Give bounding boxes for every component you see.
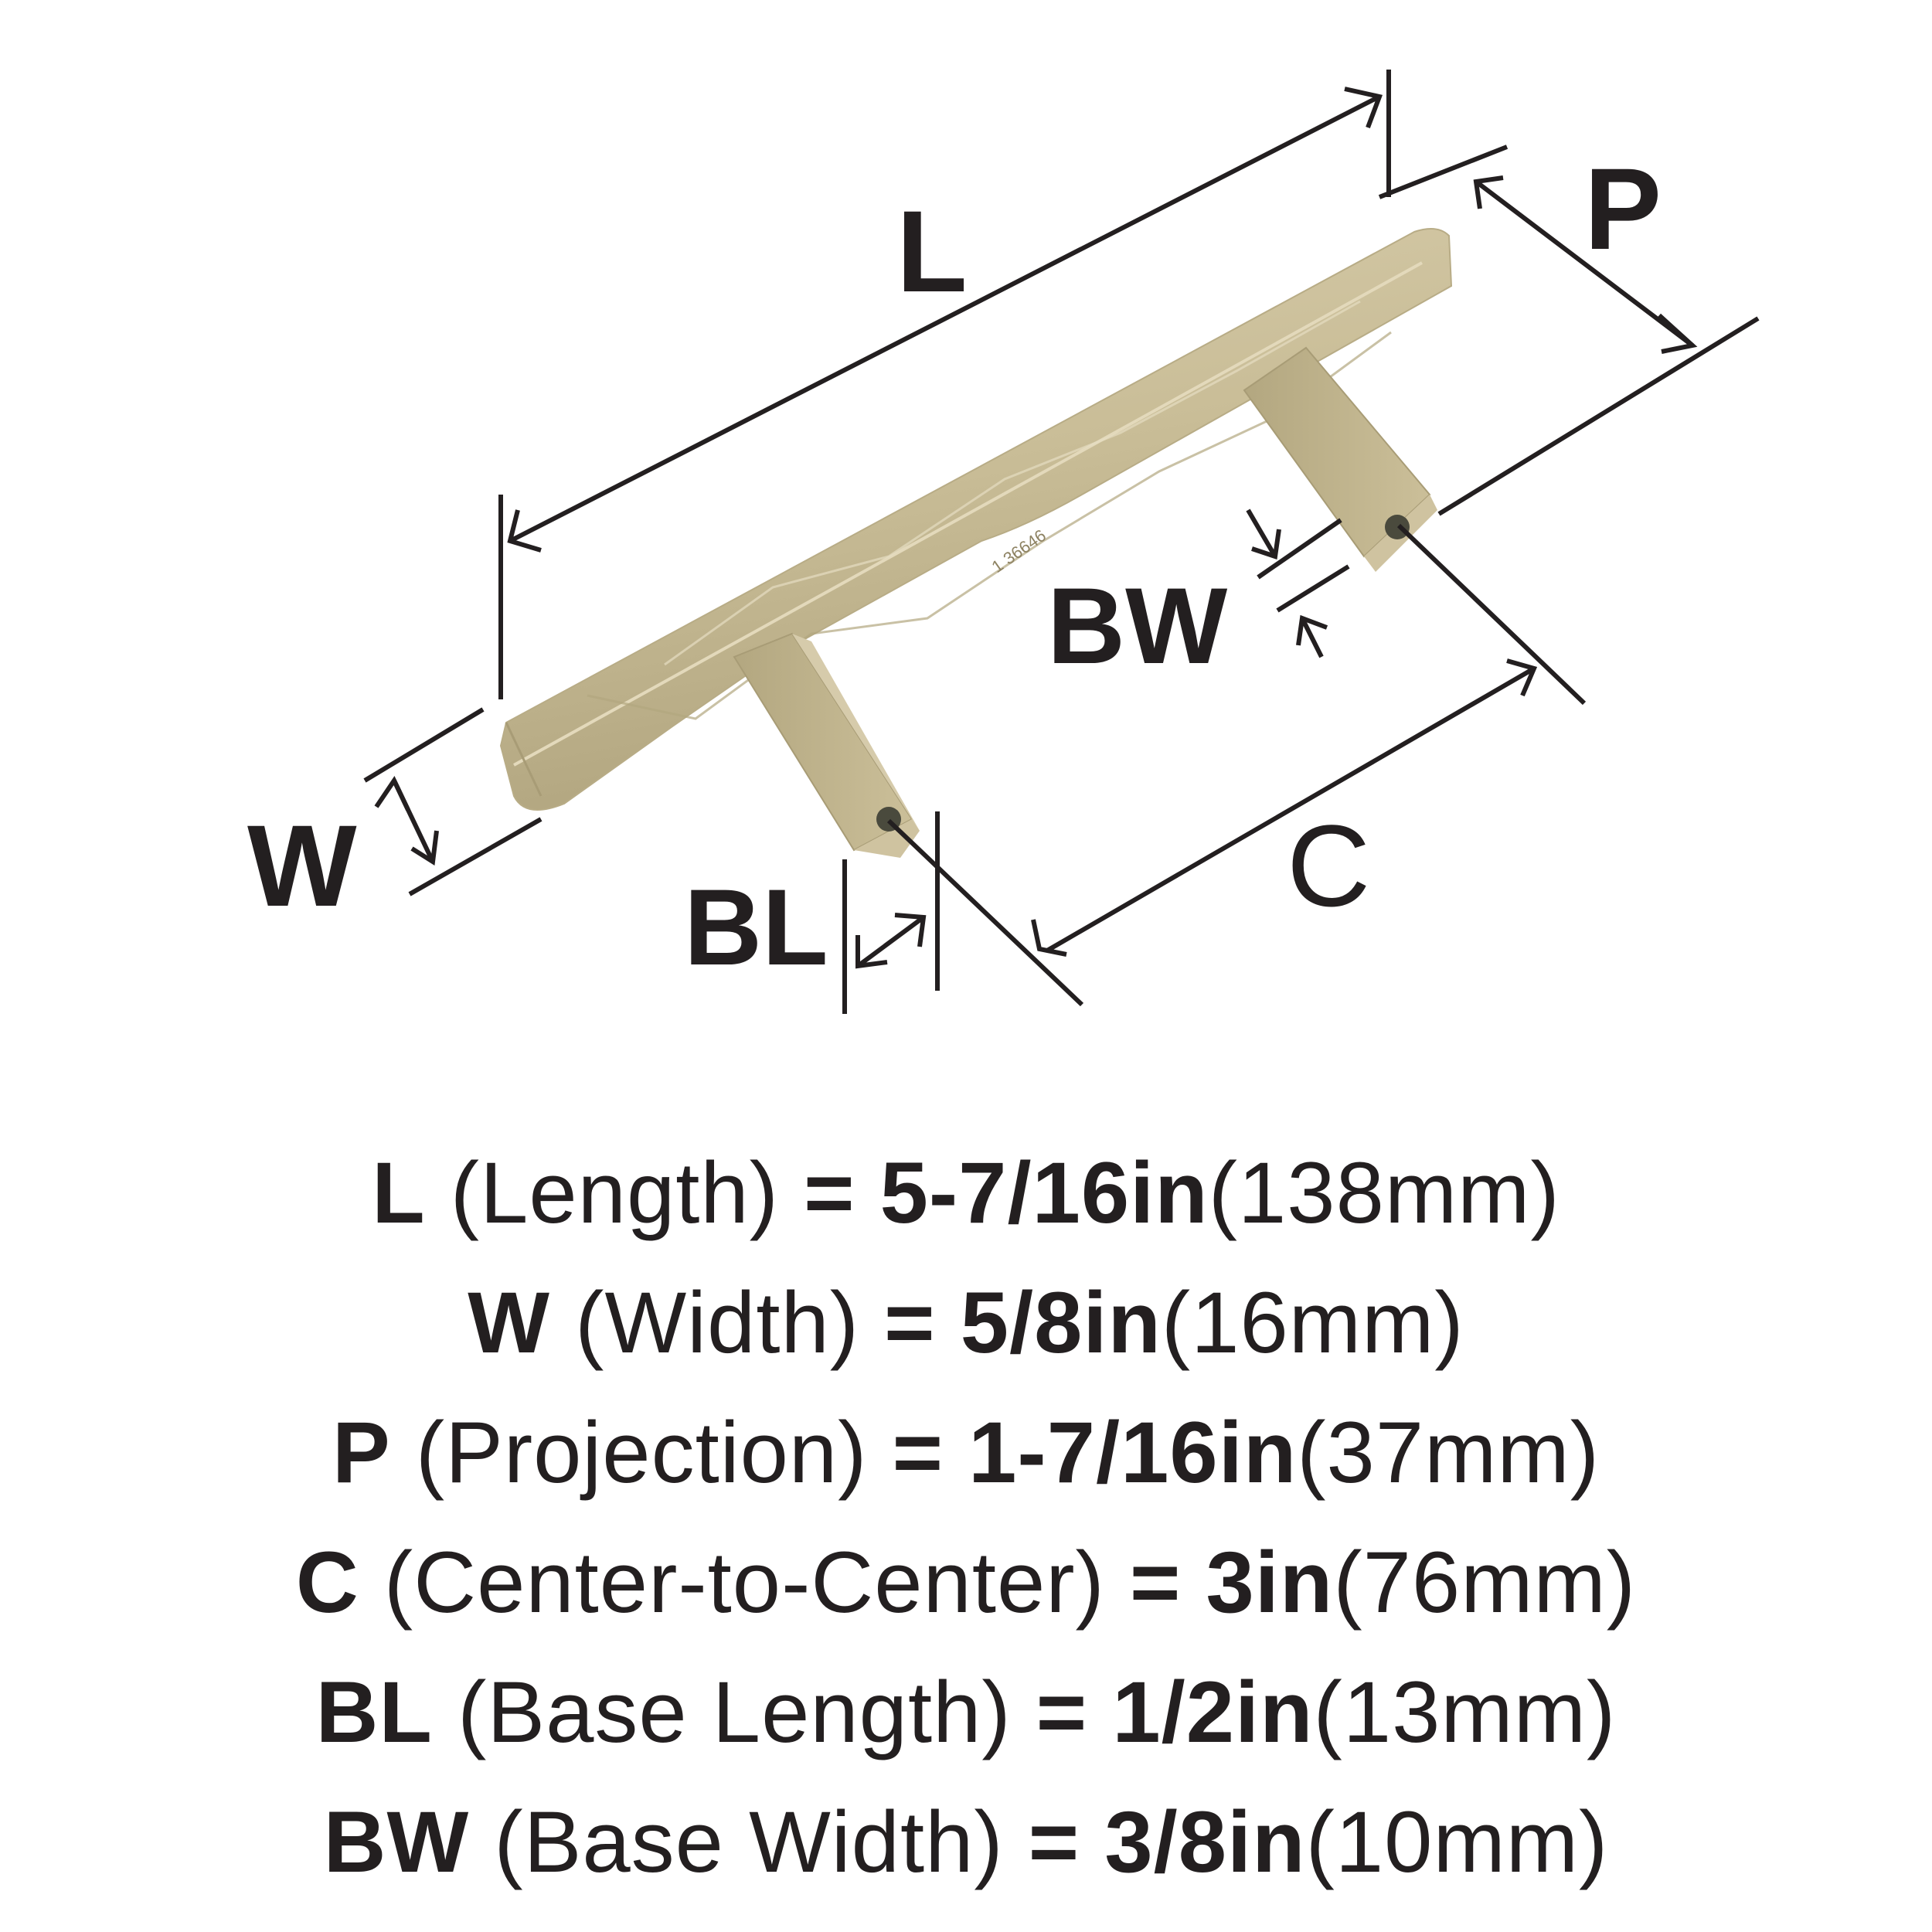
label-W: W [247, 801, 357, 930]
spec-inches: 3/8in [1104, 1794, 1306, 1890]
BW-extension-top [1257, 518, 1342, 580]
L-arrow-right-icon [1344, 87, 1383, 129]
spec-row-base-width: BW (Base Width) = 3/8in(10mm) [0, 1777, 1932, 1907]
spec-key: BL [315, 1664, 433, 1760]
spec-inches: 1-7/16in [968, 1404, 1298, 1501]
spec-key: C [295, 1534, 359, 1631]
spec-name: (Center-to-Center) [383, 1534, 1105, 1631]
label-BL: BL [684, 866, 828, 988]
spec-row-width: W (Width) = 5/8in(16mm) [0, 1258, 1932, 1388]
spec-row-projection: P (Projection) = 1-7/16in(37mm) [0, 1388, 1932, 1518]
spec-key: W [468, 1274, 551, 1371]
dimension-diagram: 1 36646 [247, 70, 1760, 1014]
spec-inches: 5/8in [960, 1274, 1162, 1371]
label-BW: BW [1047, 565, 1228, 686]
dimension-lines [363, 70, 1760, 1014]
label-L: L [896, 186, 968, 316]
spec-mm: (138mm) [1208, 1145, 1560, 1241]
spec-mm: (13mm) [1313, 1664, 1617, 1760]
BW-arrow-top-icon [1251, 529, 1281, 560]
W-arrow-bottom-icon [410, 830, 439, 866]
spec-key: BW [323, 1794, 470, 1890]
label-C: C [1287, 801, 1371, 930]
spec-mm: (76mm) [1333, 1534, 1637, 1631]
BW-arrow-top-shaft [1246, 509, 1277, 558]
C-dimension-line [1046, 666, 1536, 953]
spec-equals: = [1028, 1794, 1080, 1890]
spec-key: L [372, 1145, 426, 1241]
right-post-thread-hole [1385, 515, 1410, 539]
W-extension-top [363, 707, 485, 783]
spec-row-length: L (Length) = 5-7/16in(138mm) [0, 1128, 1932, 1258]
spec-mm: (10mm) [1305, 1794, 1609, 1890]
spec-list: L (Length) = 5-7/16in(138mm) W (Width) =… [0, 1128, 1932, 1907]
spec-row-base-length: BL (Base Length) = 1/2in(13mm) [0, 1648, 1932, 1777]
spec-equals: = [884, 1274, 936, 1371]
C-extension-right [1396, 523, 1587, 706]
left-post [733, 632, 920, 858]
BW-arrow-bottom-shaft [1300, 617, 1324, 658]
BW-arrow-bottom-icon [1296, 614, 1328, 646]
spec-name: (Projection) [415, 1404, 868, 1501]
L-arrow-left-icon [507, 509, 542, 553]
spec-name: (Length) [450, 1145, 779, 1241]
L-dimension-line [509, 94, 1381, 543]
spec-name: (Width) [575, 1274, 860, 1371]
spec-name: (Base Width) [494, 1794, 1004, 1890]
W-extension-bottom [408, 817, 543, 896]
BW-extension-bottom [1276, 564, 1350, 613]
P-dimension-line [1475, 179, 1694, 348]
BL-dimension-line [856, 915, 925, 968]
spec-inches: 1/2in [1112, 1664, 1314, 1760]
right-post [1243, 346, 1437, 572]
spec-equals: = [1129, 1534, 1182, 1631]
BL-arrow-right-icon [894, 913, 927, 947]
spec-row-center-to-center: C (Center-to-Center) = 3in(76mm) [0, 1518, 1932, 1648]
spec-inches: 3in [1206, 1534, 1334, 1631]
P-extension-bottom [1437, 316, 1760, 516]
C-arrow-right-icon [1506, 658, 1538, 697]
spec-mm: (37mm) [1297, 1404, 1600, 1501]
spec-equals: = [804, 1145, 855, 1241]
spec-key: P [332, 1404, 391, 1501]
BL-arrow-left-icon [855, 935, 888, 969]
spec-equals: = [892, 1404, 944, 1501]
W-arrow-top-icon [374, 775, 410, 811]
P-arrow-bottom-icon [1657, 313, 1698, 354]
label-P: P [1584, 144, 1662, 274]
C-arrow-left-icon [1031, 919, 1067, 957]
spec-name: (Base Length) [457, 1664, 1012, 1760]
pull-handle: 1 36646 [499, 228, 1453, 811]
C-extension-left [886, 818, 1084, 1007]
P-arrow-top-icon [1473, 175, 1504, 209]
spec-mm: (16mm) [1161, 1274, 1464, 1371]
pull-illustration: 1 36646 [363, 70, 1760, 1014]
spec-equals: = [1036, 1664, 1088, 1760]
P-extension-top [1378, 145, 1509, 199]
spec-inches: 5-7/16in [879, 1145, 1209, 1241]
